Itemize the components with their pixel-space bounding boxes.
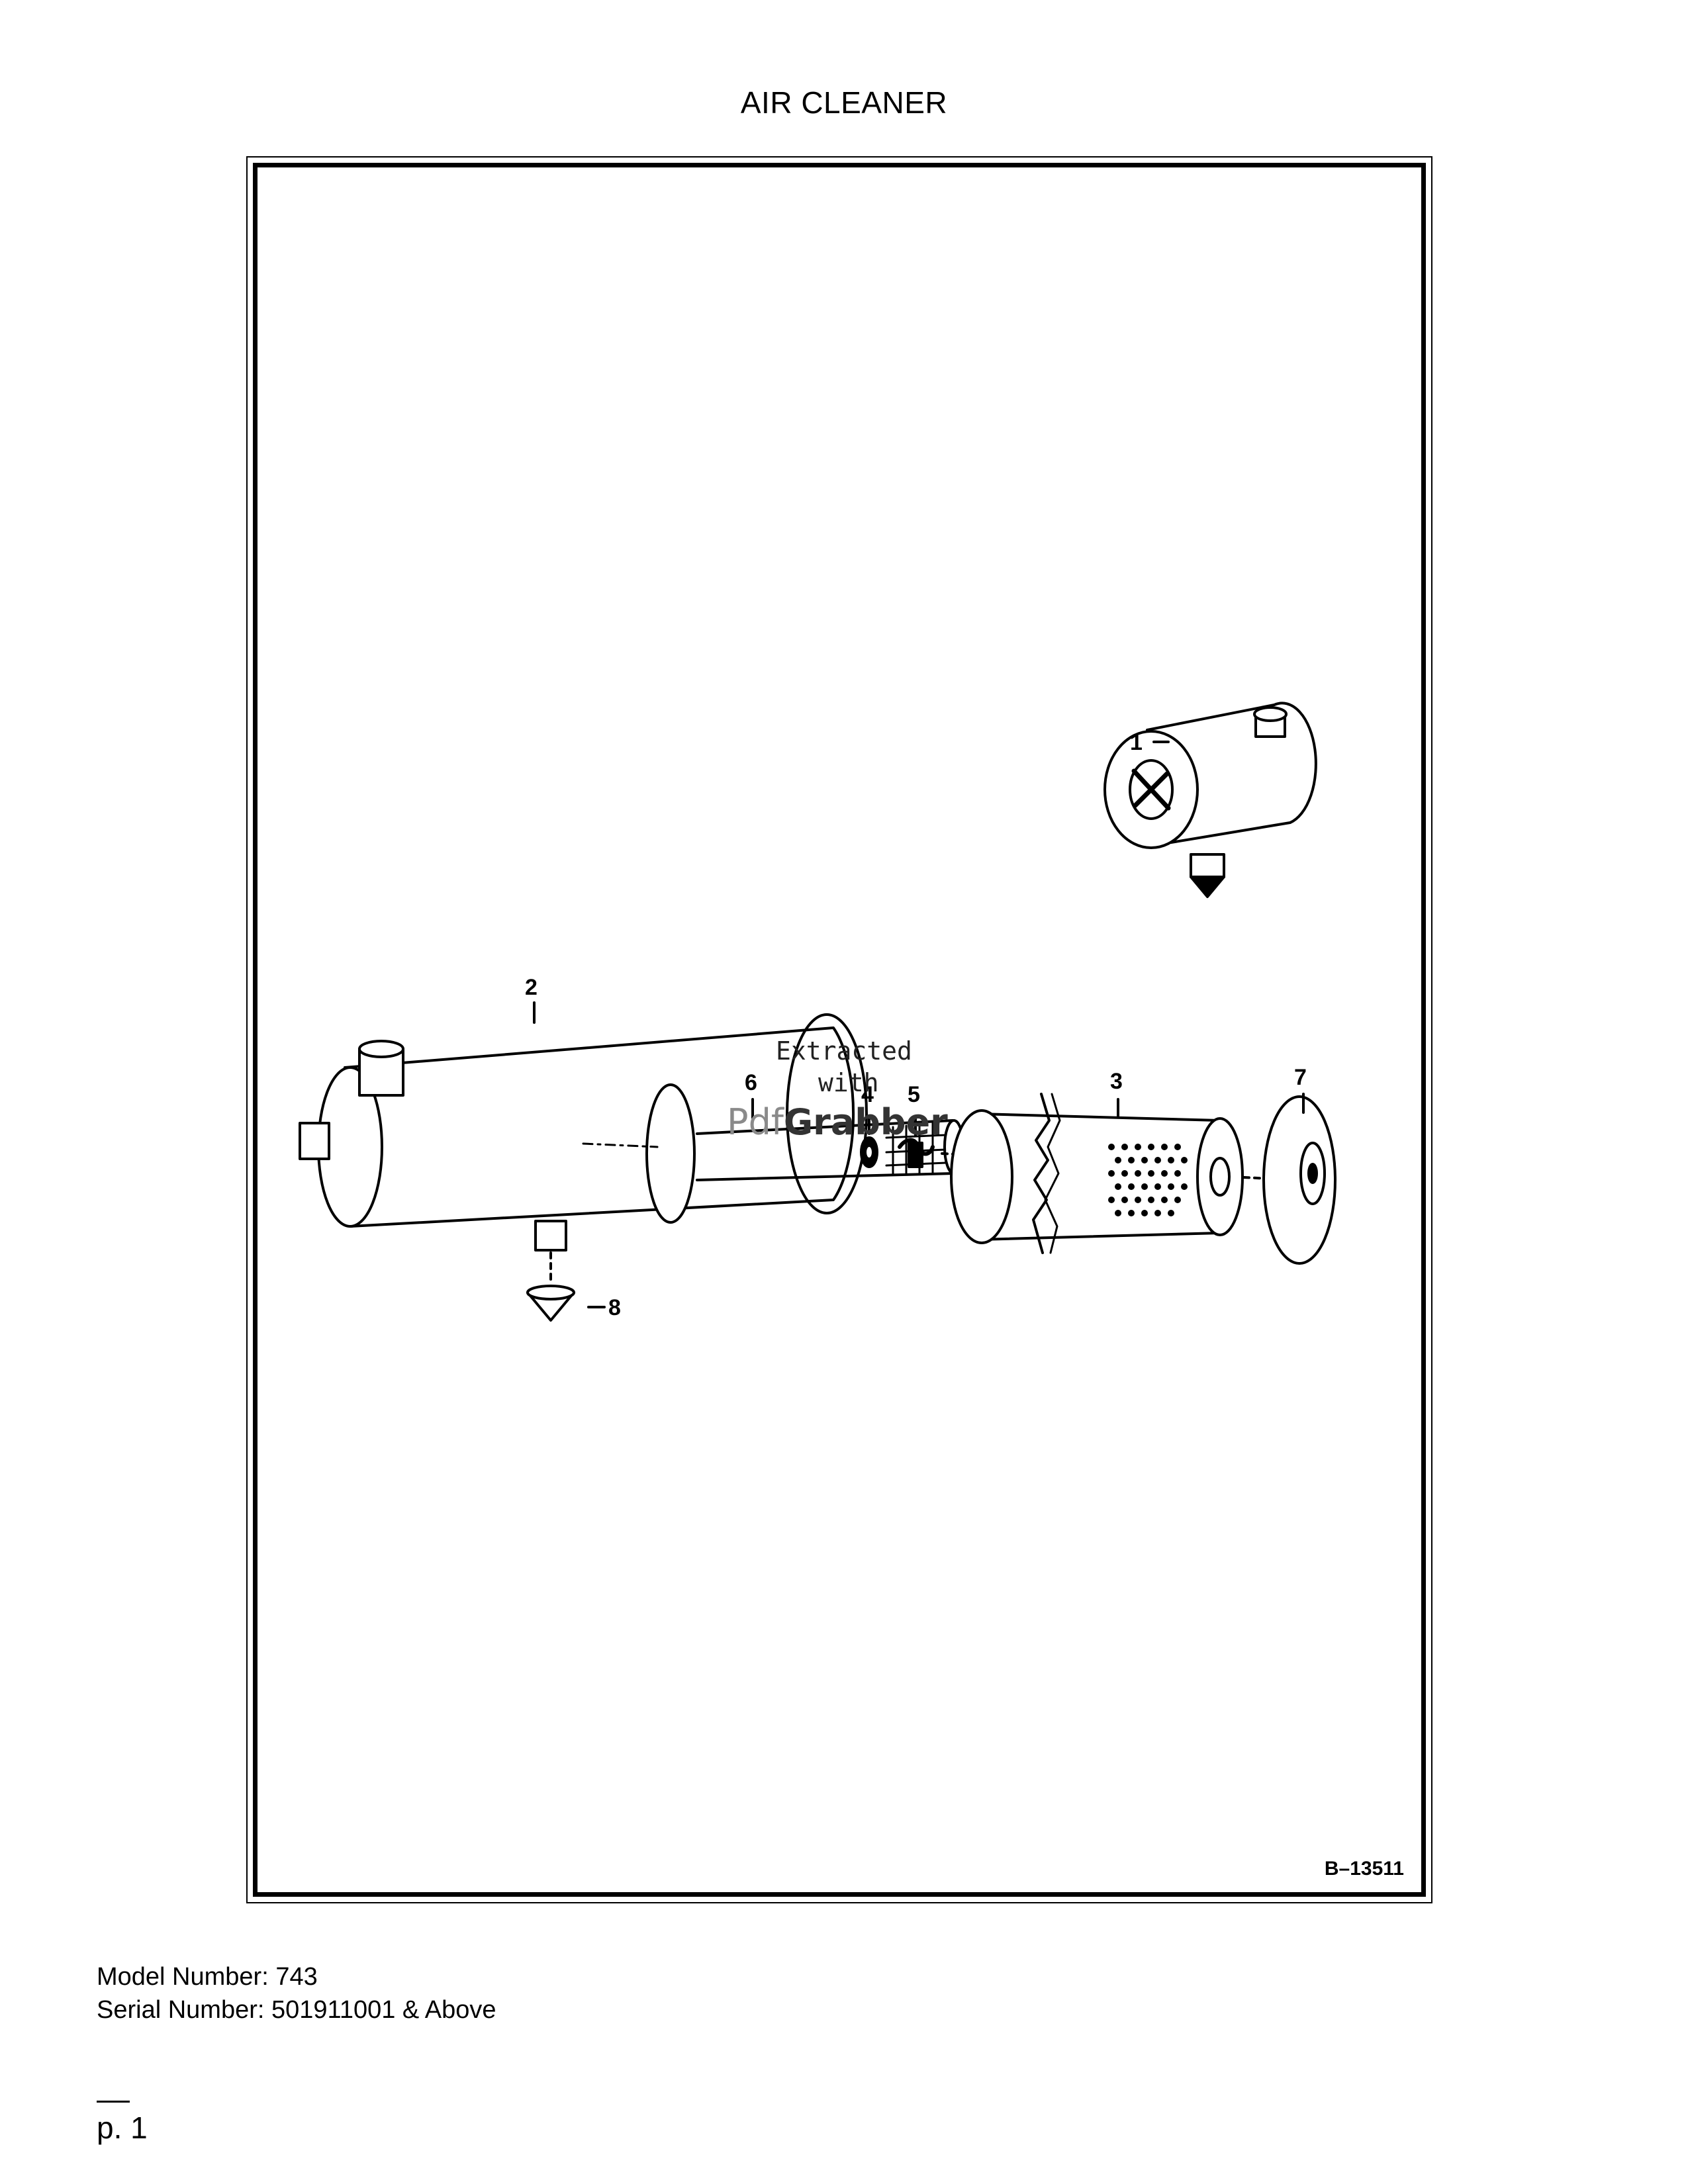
model-number: Model Number: 743 — [97, 1963, 318, 1991]
callout-6: 6 — [745, 1070, 757, 1095]
part-3-primary-filter: 3 — [950, 1069, 1272, 1254]
callout-4: 4 — [861, 1082, 874, 1107]
page-title: AIR CLEANER — [740, 85, 948, 120]
watermark-brand: PdfGrabber — [727, 1101, 948, 1143]
watermark-line-2: with — [818, 1068, 879, 1097]
callout-3: 3 — [1110, 1069, 1123, 1094]
callout-7: 7 — [1294, 1065, 1307, 1090]
figure-code: B–13511 — [1324, 1858, 1404, 1880]
watermark-brand-part1: Pdf — [727, 1101, 784, 1143]
part-4-washer: 4 — [860, 1082, 878, 1168]
part-8-drain-valve: 8 — [526, 1220, 621, 1322]
callout-8: 8 — [608, 1295, 621, 1320]
watermark-line-1: Extracted — [776, 1036, 912, 1066]
callout-2: 2 — [525, 975, 538, 1000]
part-1-air-cleaner-assembly: 1 — [1103, 702, 1317, 898]
part-5-wing-nut: 5 — [898, 1082, 970, 1168]
parts-diagram: 1 2 8 — [253, 163, 1426, 1897]
page-number-rule — [97, 2101, 130, 2103]
watermark-brand-part2: Grabber — [783, 1101, 948, 1143]
part-2-housing: 2 — [299, 975, 868, 1228]
model-info: Model Number: 743 Serial Number: 5019110… — [97, 1960, 496, 2026]
serial-number: Serial Number: 501911001 & Above — [97, 1996, 496, 2024]
page-number: p. 1 — [97, 2111, 148, 2145]
parts-diagram-frame: 1 2 8 — [246, 156, 1432, 1903]
part-7-end-cover: 7 — [1262, 1065, 1336, 1265]
callout-5: 5 — [908, 1082, 920, 1107]
callout-1: 1 — [1130, 730, 1143, 755]
